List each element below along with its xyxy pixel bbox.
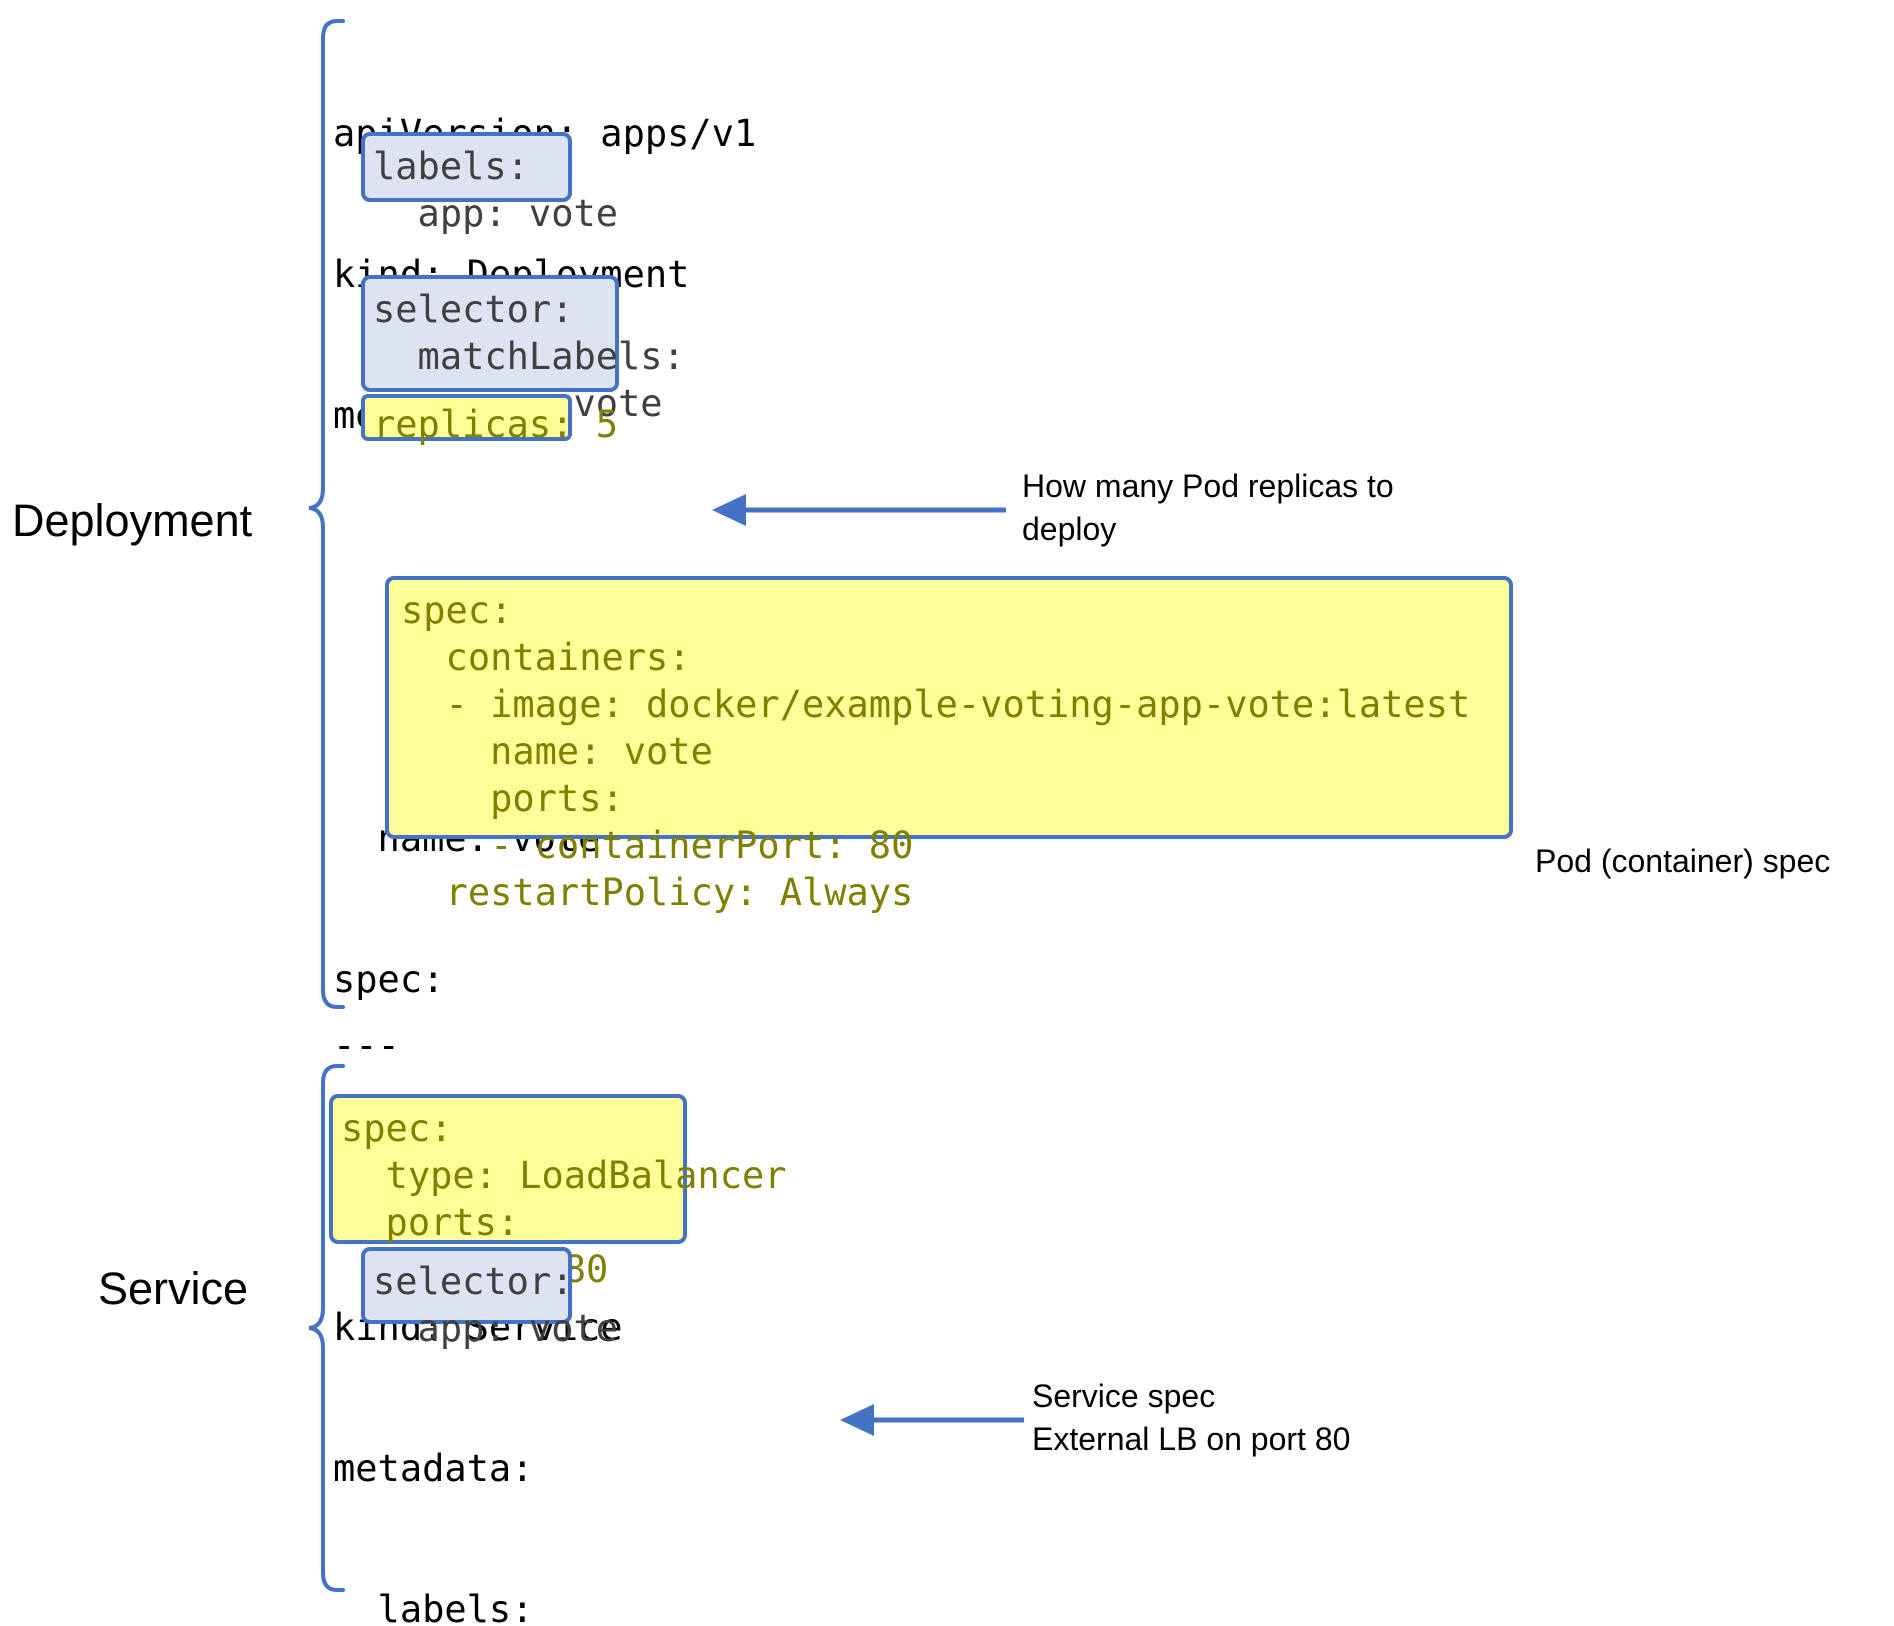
annotation-service-spec: Service spec External LB on port 80 [1032, 1378, 1351, 1457]
section-label-service: Service [98, 1263, 249, 1314]
annotation-pod-spec: Pod (container) spec [1535, 843, 1831, 879]
section-label-deployment: Deployment [12, 495, 253, 546]
yaml-line-spacer [333, 533, 756, 580]
annotation-replicas: How many Pod replicas to deploy [1022, 468, 1394, 547]
service-annotation-arrow-icon [840, 1404, 1024, 1436]
highlight-deployment-selector: selector: matchLabels: app: vote [361, 275, 685, 425]
highlight-pod-spec: spec: containers: - image: docker/exampl… [385, 576, 1513, 914]
highlight-deployment-labels: labels: app: vote [361, 132, 618, 235]
highlight-service-spec: spec: type: LoadBalancer ports: - port: … [329, 1094, 787, 1291]
highlight-deployment-replicas: replicas: 5 [361, 394, 618, 446]
yaml-line: metadata: [333, 1447, 534, 1490]
deployment-brace-icon [308, 19, 345, 1009]
highlight-service-selector: selector: app: vote [361, 1247, 618, 1350]
yaml-line: labels: [333, 1588, 534, 1626]
yaml-document-separator: --- [333, 1024, 400, 1067]
yaml-line: spec: [333, 958, 445, 1001]
